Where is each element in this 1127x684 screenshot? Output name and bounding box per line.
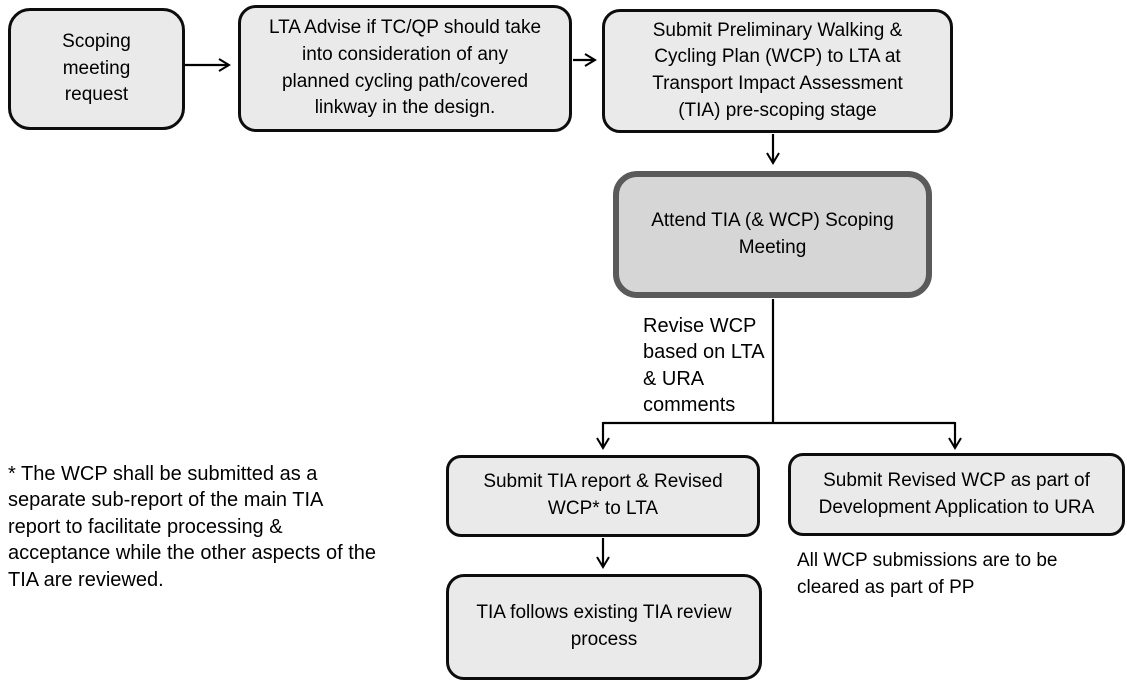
node-submit-preliminary-wcp-label: Submit Preliminary Walking & Cycling Pla… — [652, 19, 903, 121]
node-submit-revised-wcp-label: Submit Revised WCP as part of Developmen… — [818, 469, 1095, 518]
node-tia-review-process-label: TIA follows existing TIA review process — [476, 602, 732, 650]
node-lta-advise-label: LTA Advise if TC/QP should take into con… — [268, 17, 542, 119]
node-scoping-meeting-request: Scoping meeting request — [8, 8, 185, 130]
node-lta-advise: LTA Advise if TC/QP should take into con… — [238, 5, 572, 132]
node-submit-revised-wcp: Submit Revised WCP as part of Developmen… — [788, 453, 1125, 536]
pp-clearance-note: All WCP submissions are to be cleared as… — [797, 550, 1058, 598]
node-tia-review-process: TIA follows existing TIA review process — [446, 574, 762, 680]
wcp-footnote: * The WCP shall be submitted as a separa… — [8, 463, 377, 591]
node-submit-preliminary-wcp: Submit Preliminary Walking & Cycling Pla… — [602, 9, 953, 133]
node-attend-scoping-meeting-label: Attend TIA (& WCP) Scoping Meeting — [651, 209, 894, 258]
node-submit-tia-report-label: Submit TIA report & Revised WCP* to LTA — [483, 471, 723, 519]
node-submit-tia-report: Submit TIA report & Revised WCP* to LTA — [446, 455, 760, 537]
revise-wcp-annotation: Revise WCP based on LTA & URA comments — [643, 315, 765, 417]
node-attend-scoping-meeting: Attend TIA (& WCP) Scoping Meeting — [613, 171, 932, 298]
node-scoping-meeting-request-label: Scoping meeting request — [62, 31, 131, 106]
